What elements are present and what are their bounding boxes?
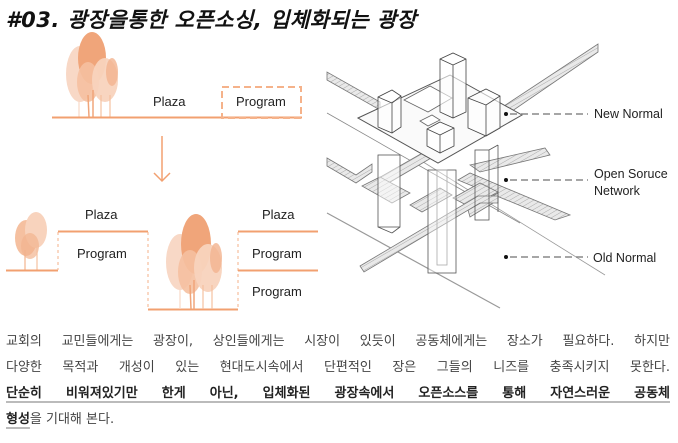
tree-cluster-icon xyxy=(66,32,118,118)
leader-dot xyxy=(504,255,508,259)
open-source-label: Open Soruce xyxy=(594,167,668,181)
plaza-label-right: Plaza xyxy=(262,207,295,222)
tree-large-icon xyxy=(166,214,222,310)
program-dashed-box xyxy=(221,86,302,119)
network-strip xyxy=(326,157,373,184)
network-strip xyxy=(326,71,381,111)
new-normal-label: New Normal xyxy=(594,107,663,121)
paragraph-line-3: 단순히 비워져있기만 한게 아닌, 입체화된 광장속에서 오픈소스를 통해 자연… xyxy=(6,381,670,407)
emphasis-text: 형성 xyxy=(6,412,30,427)
description-paragraph: 교회의 교민들에게는 광장이, 상인들에게는 시장이 있듯이 공동체에게는 장소… xyxy=(6,329,670,433)
program-label-left: Program xyxy=(77,246,127,261)
network-strip xyxy=(469,147,551,173)
program-label-right-2: Program xyxy=(252,284,302,299)
leader-lines xyxy=(504,112,588,259)
program-label-right-1: Program xyxy=(252,246,302,261)
tree-small-icon xyxy=(15,212,47,270)
after-diagram: Plaza Program Plaza Program Program xyxy=(6,207,318,311)
emphasis-text: 단순히 비워져있기만 한게 아닌, 입체화된 광장속에서 오픈소스를 통해 자연… xyxy=(6,386,670,401)
leader-dot xyxy=(504,178,508,182)
paragraph-line-2: 다양한 목적과 개성이 있는 현대도시속에서 단편적인 장은 그들의 니즈를 충… xyxy=(6,360,670,375)
before-diagram: Plaza Program xyxy=(52,32,302,119)
plaza-label: Plaza xyxy=(153,94,186,109)
old-normal-label: Old Normal xyxy=(593,251,656,265)
paragraph-line-1: 교회의 교민들에게는 광장이, 상인들에게는 시장이 있듯이 공동체에게는 장소… xyxy=(6,334,670,349)
paragraph-line-4: 형성을 기대해 본다. xyxy=(6,407,670,433)
axonometric-diagram xyxy=(326,43,606,309)
page-title: #03. 광장을통한 오픈소싱, 입체화되는 광장 xyxy=(6,8,417,32)
arrow-down-icon xyxy=(153,136,171,183)
network-strip xyxy=(409,187,453,213)
paragraph-text: 을 기대해 본다. xyxy=(29,412,115,427)
tower xyxy=(377,52,501,154)
plaza-label-left: Plaza xyxy=(85,207,118,222)
program-label: Program xyxy=(236,94,286,109)
network-strip xyxy=(457,172,572,221)
network-label: Network xyxy=(594,184,641,198)
network-strip xyxy=(497,43,599,119)
leader-dot xyxy=(504,112,508,116)
